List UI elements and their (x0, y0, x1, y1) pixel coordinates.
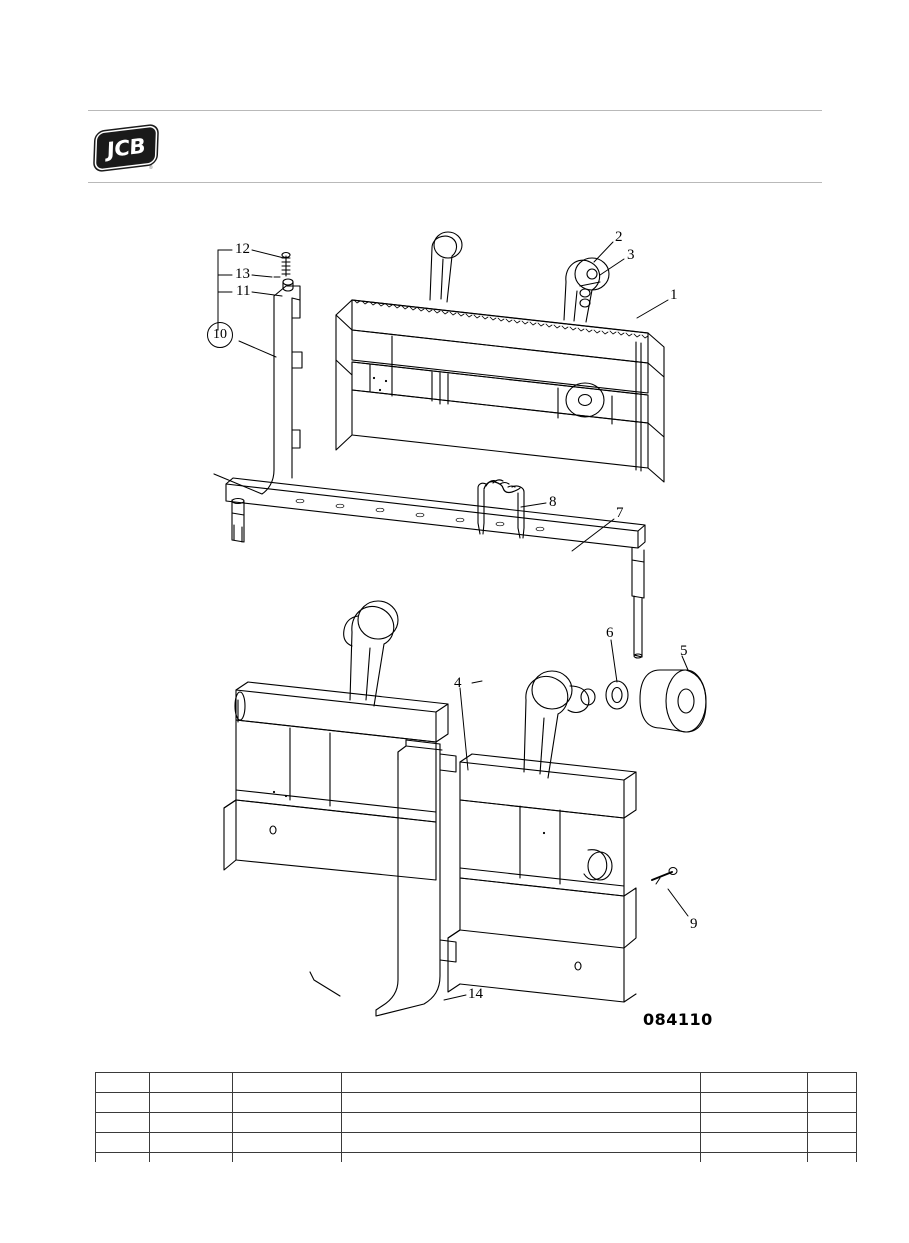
cell-part-number (149, 1072, 233, 1093)
cell-qty (807, 1112, 857, 1133)
callout-3: 3 (627, 247, 635, 263)
table-row[interactable] (95, 1112, 857, 1133)
table-row[interactable] (95, 1092, 857, 1113)
cell-remarks (700, 1152, 808, 1162)
callout-10: 10 (207, 322, 233, 348)
header-rule-bottom (88, 182, 822, 183)
table-row-clipped (95, 1152, 857, 1162)
parts-table (95, 1072, 857, 1162)
cell-alt-number (232, 1092, 342, 1113)
locking-bar-group (225, 477, 646, 659)
cell-alt-number (232, 1132, 342, 1153)
cell-qty (807, 1072, 857, 1093)
callout-leaders (217, 241, 689, 1001)
header-rule-top (88, 110, 822, 111)
cell-remarks (700, 1092, 808, 1113)
callout-11: 11 (236, 283, 251, 299)
cell-part-number (149, 1092, 233, 1113)
cell-remarks (700, 1132, 808, 1153)
cell-part-number (149, 1132, 233, 1153)
table-row[interactable] (95, 1072, 857, 1093)
cell-description (341, 1072, 701, 1093)
upper-carriage-group (335, 231, 665, 483)
cell-description (341, 1132, 701, 1153)
callout-14: 14 (468, 986, 483, 1002)
callout-5: 5 (680, 643, 688, 659)
cell-item (95, 1112, 150, 1133)
u-clip-group (477, 479, 525, 539)
jcb-logo-text: JCB (106, 133, 146, 163)
callout-1: 1 (670, 287, 678, 303)
cell-qty (807, 1092, 857, 1113)
registered-mark: ® (149, 165, 153, 171)
cell-qty (807, 1152, 857, 1162)
table-row[interactable] (95, 1132, 857, 1153)
cell-description (341, 1112, 701, 1133)
callout-13: 13 (235, 266, 250, 282)
cell-alt-number (232, 1072, 342, 1093)
callout-4: 4 (454, 675, 462, 691)
cell-item (95, 1152, 150, 1162)
cell-alt-number (232, 1112, 342, 1133)
callout-7: 7 (616, 505, 624, 521)
cell-description (341, 1152, 701, 1162)
callout-9: 9 (690, 916, 698, 932)
callout-8: 8 (549, 494, 557, 510)
jcb-logo: JCB ® (96, 126, 156, 171)
roller-washer-group (605, 669, 707, 733)
cell-alt-number (232, 1152, 342, 1162)
cell-remarks (700, 1072, 808, 1093)
bracket-assembly-group (213, 251, 303, 495)
callout-12: 12 (235, 241, 250, 257)
cell-remarks (700, 1112, 808, 1133)
cell-item (95, 1132, 150, 1153)
parts-table-body (95, 1072, 857, 1162)
drawing-reference-number: 084110 (643, 1010, 713, 1029)
cell-part-number (149, 1152, 233, 1162)
cell-description (341, 1092, 701, 1113)
callout-2: 2 (615, 229, 623, 245)
callout-6: 6 (606, 625, 614, 641)
cell-part-number (149, 1112, 233, 1133)
cell-item (95, 1092, 150, 1113)
lower-carriage-group (223, 600, 637, 1017)
cell-item (95, 1072, 150, 1093)
cell-qty (807, 1132, 857, 1153)
